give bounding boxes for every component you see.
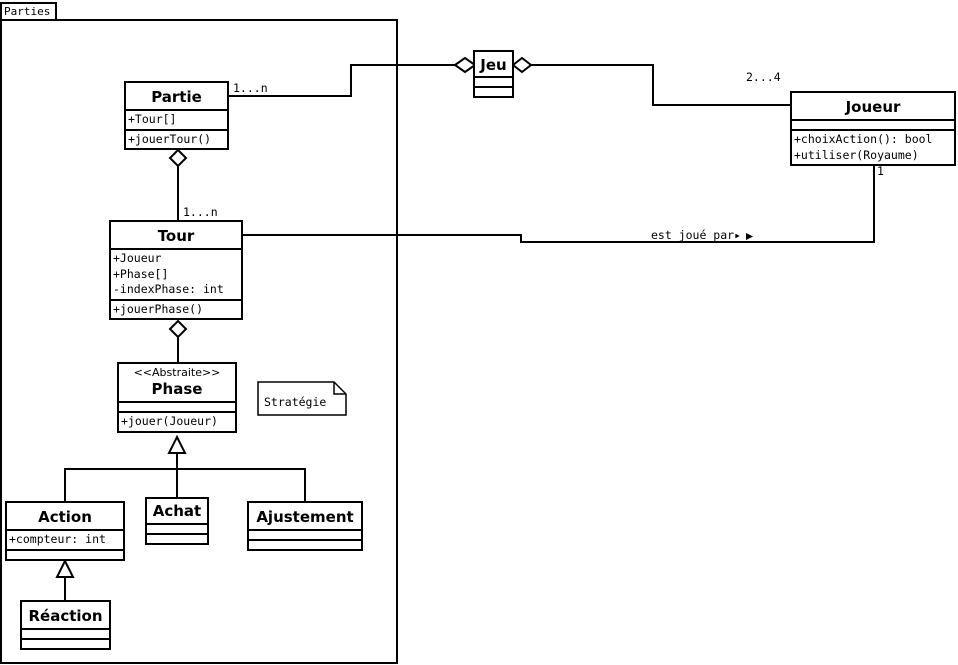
class-tour[interactable]: Tour +Joueur +Phase[] -indexPhase: int +… — [109, 220, 243, 320]
class-name: Joueur — [845, 98, 901, 116]
tour-joueur-link — [242, 163, 875, 243]
generalization-arrow-phase — [167, 434, 187, 454]
jeu-joueur-link — [531, 64, 791, 106]
methods-section — [147, 533, 207, 543]
method: +jouerTour() — [128, 131, 212, 146]
aggregation-diamond-jeu-right — [511, 56, 533, 74]
methods-section: +choixAction(): bool +utiliser(Royaume) — [792, 129, 954, 164]
class-name: Phase — [151, 380, 203, 398]
methods-section: +jouerTour() — [126, 128, 227, 149]
attributes-section — [119, 401, 235, 411]
attribute: +Joueur — [113, 251, 162, 265]
class-partie[interactable]: Partie +Tour[] +jouerTour() — [124, 81, 229, 150]
class-jeu[interactable]: Jeu — [473, 50, 514, 98]
class-name: Achat — [152, 502, 202, 520]
attributes-section: +compteur: int — [7, 529, 123, 549]
stereotype-label: <<Abstraite>> — [133, 366, 221, 379]
class-name: Jeu — [480, 56, 507, 74]
multiplicity-tour-partie: 1...n — [183, 205, 218, 219]
class-name: Ajustement — [256, 508, 354, 526]
class-name: Réaction — [28, 607, 103, 625]
methods-section — [7, 548, 123, 559]
methods-section — [22, 638, 109, 648]
multiplicity-joueur-jeu: 2...4 — [746, 70, 781, 84]
aggregation-diamond-partie — [168, 148, 188, 168]
class-name: Partie — [151, 88, 202, 106]
phase-generalization-tree — [64, 468, 306, 502]
package-border-left — [0, 2, 2, 664]
methods-section: +jouerPhase() — [111, 298, 241, 319]
attributes-section: +Tour[] — [126, 109, 227, 129]
package-tab: Parties — [0, 2, 57, 19]
aggregation-diamond-jeu-left — [453, 56, 477, 74]
note-text: Stratégie — [264, 395, 327, 409]
attribute: +Tour[] — [128, 112, 177, 126]
class-reaction[interactable]: Réaction — [20, 600, 111, 650]
method: +choixAction(): bool — [794, 132, 933, 146]
methods-section — [475, 86, 512, 96]
multiplicity-partie-jeu: 1...n — [233, 81, 268, 95]
class-action[interactable]: Action +compteur: int — [5, 501, 125, 561]
method: +jouerPhase() — [113, 301, 204, 316]
attributes-section: +Joueur +Phase[] -indexPhase: int — [111, 248, 241, 299]
methods-section: +jouer(Joueur) — [119, 411, 235, 431]
direction-arrow-icon — [746, 233, 753, 240]
aggregation-diamond-tour — [168, 319, 188, 339]
attributes-section — [147, 523, 207, 533]
attributes-section — [475, 76, 512, 86]
attributes-section — [792, 119, 954, 129]
attributes-section — [249, 529, 361, 539]
method: +utiliser(Royaume) — [794, 147, 919, 162]
class-joueur[interactable]: Joueur +choixAction(): bool +utiliser(Ro… — [790, 91, 956, 166]
attribute: +compteur: int — [9, 532, 106, 546]
method: +jouer(Joueur) — [121, 414, 218, 428]
generalization-arrow-action — [55, 558, 75, 578]
association-label-est-joue-par: est joué par▸ — [651, 228, 742, 242]
class-ajustement[interactable]: Ajustement — [247, 501, 363, 551]
attributes-section — [22, 628, 109, 638]
class-name: Tour — [157, 227, 195, 245]
package-frame — [0, 19, 398, 664]
multiplicity-tour-joueur: 1 — [877, 164, 884, 178]
class-phase[interactable]: <<Abstraite>> Phase +jouer(Joueur) — [117, 362, 237, 433]
partie-jeu-link — [228, 64, 455, 97]
note-shape — [257, 381, 347, 416]
class-achat[interactable]: Achat — [145, 497, 209, 545]
class-name: Action — [38, 508, 92, 526]
attribute: +Phase[] — [113, 266, 169, 281]
attribute: -indexPhase: int — [113, 282, 224, 296]
methods-section — [249, 539, 361, 549]
